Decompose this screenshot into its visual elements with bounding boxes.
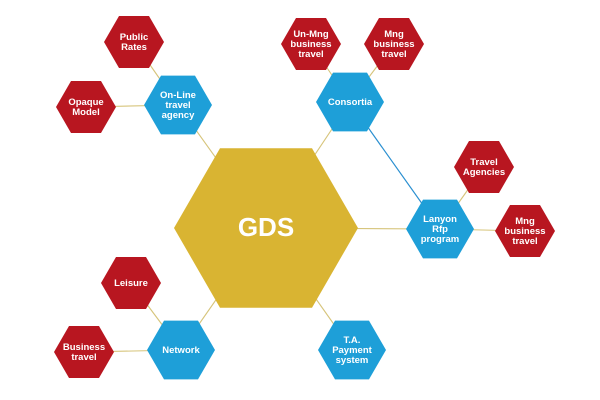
travel-agencies-node-label-line: Agencies <box>463 167 505 178</box>
consortia-node-hexagon <box>316 72 384 132</box>
mng-business-travel-top-node-label-line: travel <box>381 49 406 60</box>
mng-business-travel-right-node-label-line: travel <box>512 236 537 247</box>
gds-label: GDS <box>238 212 294 242</box>
consortia-node-label: Consortia <box>328 97 373 108</box>
online-travel-agency-node-label-line: On-Line <box>160 90 196 101</box>
travel-agencies-node-hexagon <box>454 141 514 193</box>
mng-business-travel-right-node-label-line: Mng <box>515 216 535 227</box>
opaque-model-node-hexagon <box>56 81 116 133</box>
business-travel-left-node-label-line: travel <box>71 352 96 363</box>
opaque-model-node-label-line: Opaque <box>68 97 103 108</box>
ta-payment-system-node-hexagon <box>318 320 386 380</box>
online-travel-agency-node-label-line: travel <box>165 100 190 111</box>
consortia-node-label-line: Consortia <box>328 97 373 108</box>
leisure-node-hexagon <box>101 257 161 309</box>
ta-payment-system-node-label-line: Payment <box>332 345 372 356</box>
opaque-model-node-label-line: Model <box>72 107 99 118</box>
business-travel-left-node-hexagon <box>54 326 114 378</box>
leisure-node: Leisure <box>101 257 161 309</box>
online-travel-agency-node-label-line: agency <box>162 110 195 121</box>
gds-center-node-hexagon <box>174 148 358 308</box>
lanyon-rfp-program-node-hexagon <box>406 199 474 259</box>
unmng-business-travel-node-label-line: Un-Mng <box>293 29 329 40</box>
unmng-business-travel-node-hexagon <box>281 18 341 70</box>
leisure-node-label-line: Leisure <box>114 278 148 289</box>
network-node-label-line: Network <box>162 345 200 356</box>
business-travel-left-node-label-line: Business <box>63 342 105 353</box>
unmng-business-travel-node-label-line: travel <box>298 49 323 60</box>
travel-agencies-node-label-line: Travel <box>470 157 497 168</box>
lanyon-rfp-program-node-label-line: Rfp <box>432 224 448 235</box>
mng-business-travel-top-node-label-line: Mng <box>384 29 404 40</box>
mng-business-travel-right-node-label-line: business <box>504 226 545 237</box>
public-rates-node-label-line: Rates <box>121 42 147 53</box>
network-node-hexagon <box>147 320 215 380</box>
public-rates-node-hexagon <box>104 16 164 68</box>
public-rates-node-label-line: Public <box>120 32 149 43</box>
leisure-node-label: Leisure <box>114 278 148 289</box>
mng-business-travel-top-node-label-line: business <box>373 39 414 50</box>
consortia-node: Consortia <box>316 72 384 132</box>
lanyon-rfp-program-node-label-line: Lanyon <box>423 214 457 225</box>
network-node-label: Network <box>162 345 200 356</box>
ta-payment-system-node-label-line: T.A. <box>344 335 361 346</box>
gds-center-node: GDS <box>174 148 358 308</box>
ta-payment-system-node-label-line: system <box>336 355 369 366</box>
network-node: Network <box>147 320 215 380</box>
unmng-business-travel-node-label-line: business <box>290 39 331 50</box>
mng-business-travel-right-node-hexagon <box>495 205 555 257</box>
lanyon-rfp-program-node-label-line: program <box>421 234 460 245</box>
online-travel-agency-node-hexagon <box>144 75 212 135</box>
mng-business-travel-top-node-hexagon <box>364 18 424 70</box>
